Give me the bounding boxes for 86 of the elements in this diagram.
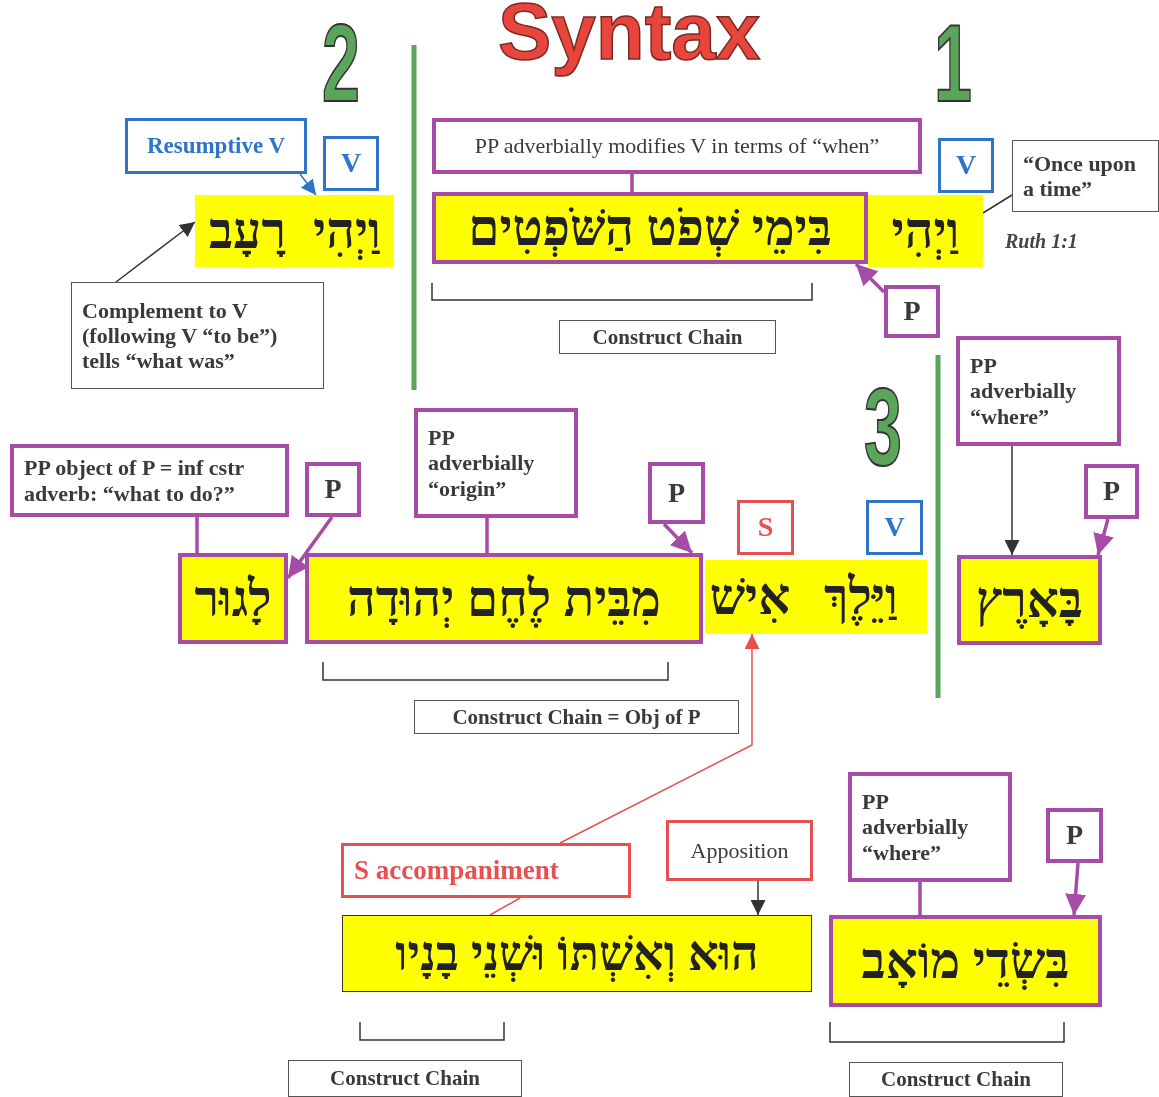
connector-line xyxy=(485,518,489,553)
annotation-text: PP adverbially “where” xyxy=(862,789,970,865)
annotation-text: Apposition xyxy=(690,837,789,864)
annotation-box xyxy=(71,282,324,389)
annotation-text: PP adverbially modifies V in terms of “when” xyxy=(474,133,880,159)
annotation-box xyxy=(849,1062,1063,1097)
annotation-box xyxy=(125,118,307,174)
tag-box xyxy=(737,500,794,555)
annotation-box xyxy=(414,408,578,518)
connector-line xyxy=(982,194,1013,214)
hebrew-text: וַיְהִי xyxy=(891,202,960,260)
annotation-text: V xyxy=(884,511,905,544)
annotation-text: PP adverbially “where” xyxy=(970,353,1078,429)
highlighted-word xyxy=(795,560,927,634)
phrase-box xyxy=(305,553,703,644)
annotation-text: V xyxy=(955,149,977,182)
section-number: 1 xyxy=(934,8,972,118)
annotation-text: PP object of P = inf cstr adverb: “what to do?” xyxy=(24,455,245,506)
hebrew-text: הוּא וְאִשְׁתּוֹ וּשְׁנֵי בָנָיו xyxy=(395,926,759,981)
tag-box xyxy=(938,138,994,193)
tag-box xyxy=(884,285,940,338)
annotation-text: P xyxy=(324,473,342,506)
annotation-box xyxy=(1012,140,1159,212)
hebrew-text: בָּאָרֶץ xyxy=(976,571,1083,629)
hebrew-text: בִּימֵי שְׁפֹט הַשֹּׁפְטִים xyxy=(468,199,832,257)
annotation-text: Construct Chain xyxy=(330,1066,480,1091)
tag-box xyxy=(323,136,379,191)
hebrew-text: לָגוּר xyxy=(194,569,272,628)
hebrew-text: וַיְהִי xyxy=(313,202,381,260)
arrow xyxy=(750,880,766,916)
arrow xyxy=(115,221,196,283)
annotation-text: Complement to V (following V “to be”) tells “what was” xyxy=(82,297,279,374)
phrase-box xyxy=(178,553,288,644)
annotation-text: V xyxy=(340,147,362,180)
annotation-text: P xyxy=(1065,819,1084,852)
phrase-box xyxy=(957,555,1102,645)
tag-box xyxy=(305,462,361,517)
highlighted-word xyxy=(195,195,300,267)
arrow xyxy=(854,262,886,294)
annotation-box xyxy=(341,843,631,898)
hebrew-text: בִּשְׂדֵי מוֹאָב xyxy=(861,932,1070,990)
annotation-box xyxy=(414,700,739,734)
annotation-text: Resumptive V xyxy=(146,132,286,160)
highlighted-word xyxy=(868,195,983,267)
highlighted-word xyxy=(705,560,795,634)
phrase-box xyxy=(829,915,1102,1007)
phrase-box xyxy=(432,192,868,264)
connector-line xyxy=(918,882,922,915)
verse-reference: Ruth 1:1 xyxy=(1005,230,1078,253)
arrow xyxy=(1004,445,1020,556)
annotation-text: PP adverbially “origin” xyxy=(428,425,536,501)
phrase-box xyxy=(342,915,812,992)
section-number: 3 xyxy=(864,372,902,482)
annotation-box xyxy=(666,820,813,881)
hebrew-text: מִבֵּית לֶחֶם יְהוּדָה xyxy=(347,569,661,628)
hebrew-text: וַיֵּלֶךְ xyxy=(824,568,898,626)
hebrew-text: רָעָב xyxy=(209,202,286,260)
annotation-box xyxy=(956,336,1121,446)
annotation-text: S xyxy=(757,511,774,544)
annotation-box xyxy=(848,772,1012,882)
tag-box xyxy=(648,462,705,524)
annotation-text: Construct Chain xyxy=(592,324,743,350)
tag-box xyxy=(866,500,923,555)
annotation-text: Construct Chain xyxy=(881,1067,1031,1092)
tag-box xyxy=(1046,808,1103,863)
annotation-box xyxy=(288,1060,522,1097)
connector-line xyxy=(630,174,634,192)
annotation-box xyxy=(10,444,289,517)
arrow xyxy=(299,173,317,196)
arrow xyxy=(662,522,694,555)
annotation-text: P xyxy=(667,476,686,510)
highlighted-word xyxy=(300,195,394,267)
annotation-text: P xyxy=(903,295,921,328)
arrow xyxy=(1093,518,1114,556)
section-number: 2 xyxy=(322,8,360,118)
annotation-text: S accompaniment xyxy=(354,854,559,886)
arrow xyxy=(559,633,760,844)
annotation-box xyxy=(432,118,922,174)
annotation-text: P xyxy=(1102,475,1121,508)
arrow xyxy=(1065,862,1087,916)
annotation-text: Construct Chain = Obj of P xyxy=(452,704,701,730)
tag-box xyxy=(1084,464,1139,519)
annotation-text: “Once upon a time” xyxy=(1023,150,1138,202)
connector-line xyxy=(195,517,199,553)
annotation-box xyxy=(559,320,776,354)
hebrew-text: אִישׁ xyxy=(709,568,791,626)
